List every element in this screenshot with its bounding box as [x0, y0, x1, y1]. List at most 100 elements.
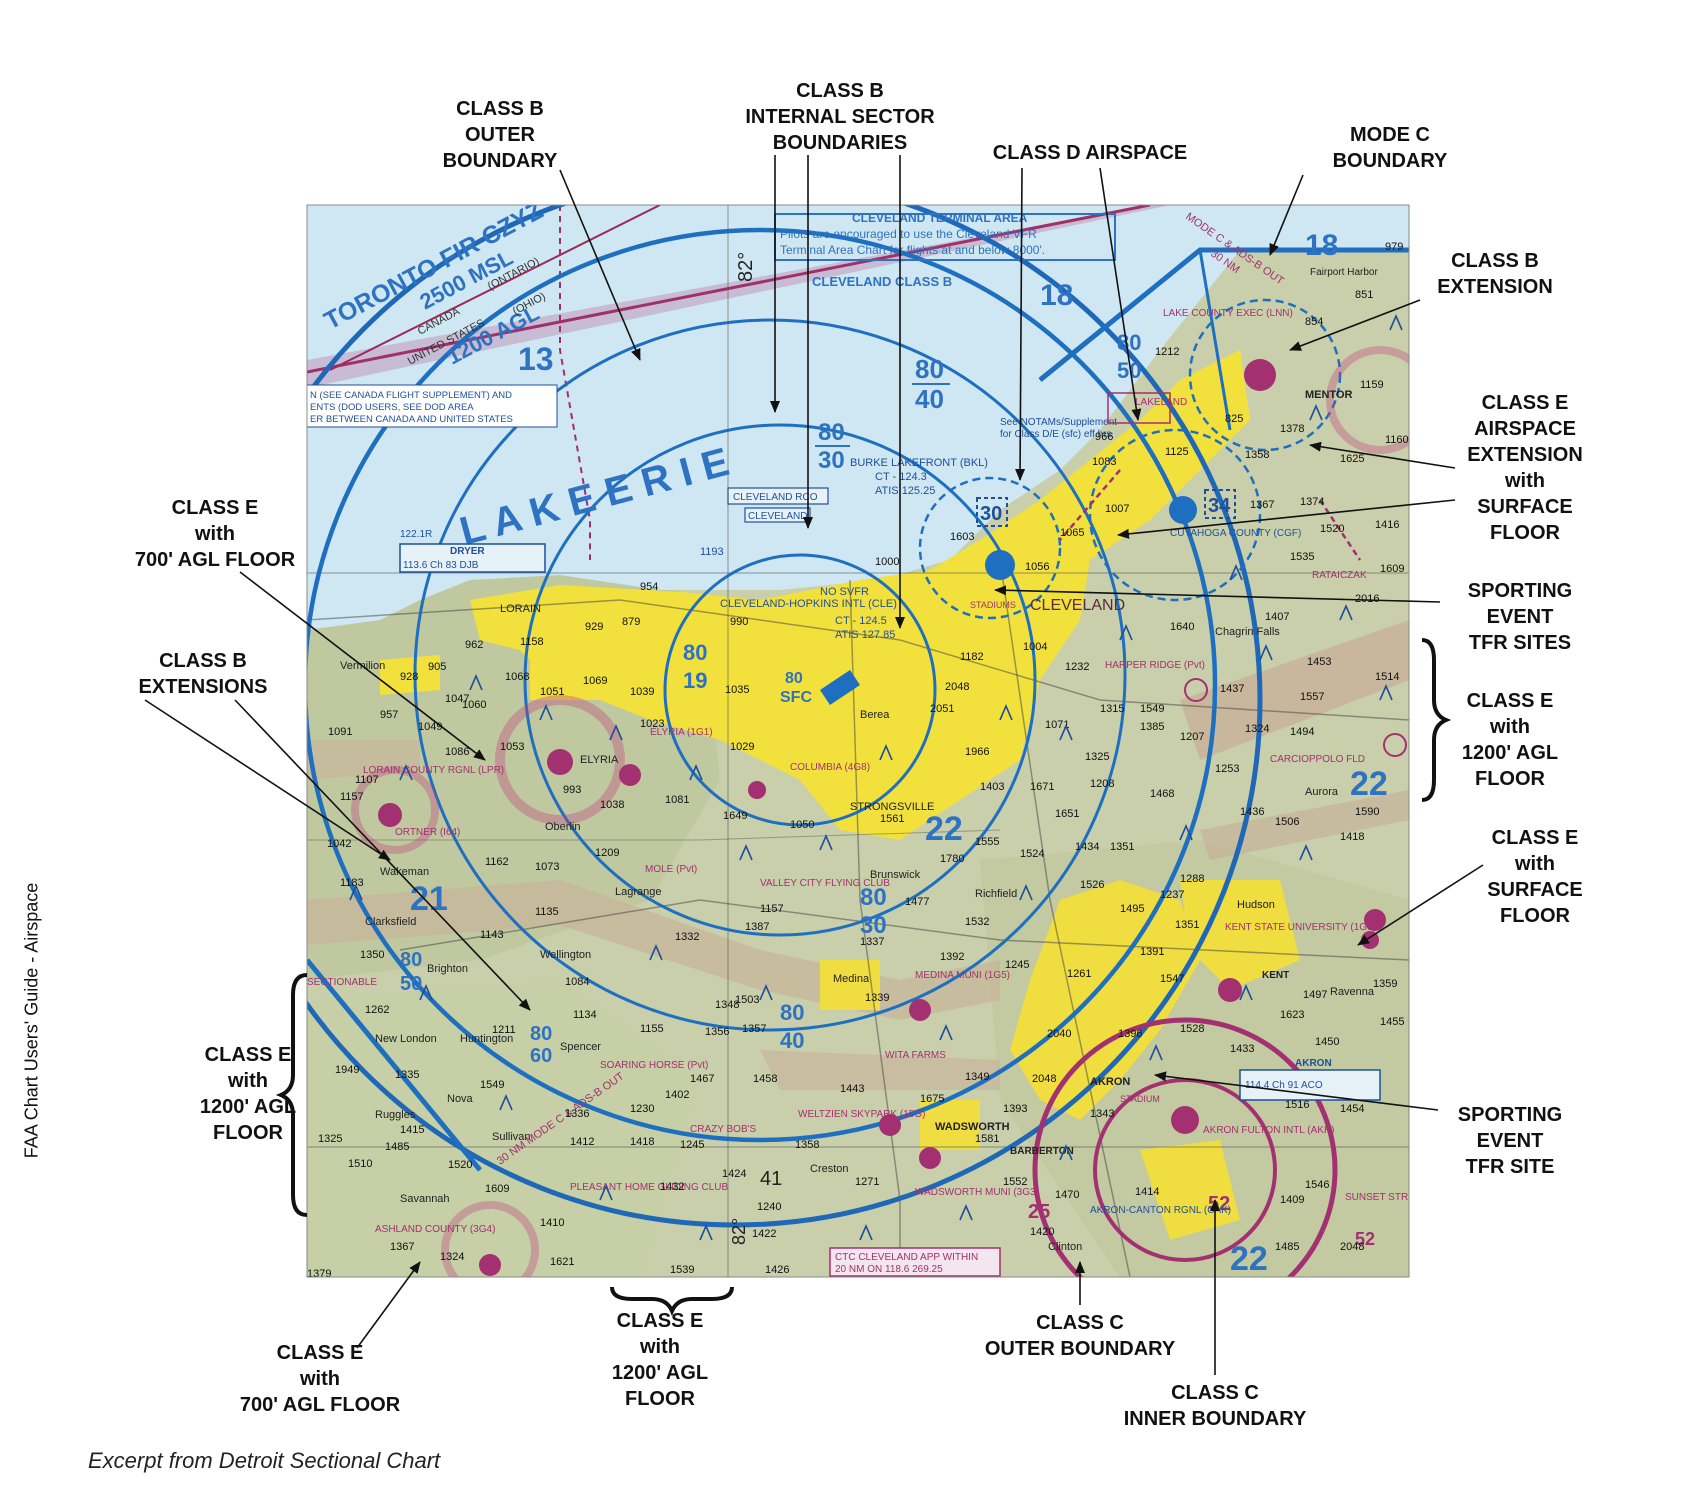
elevation-label: 1182	[960, 651, 984, 663]
class-e-700-vignette	[441, 1201, 539, 1277]
terrain-band	[760, 1050, 1000, 1090]
elevation-label: 1412	[570, 1136, 594, 1148]
stadiums-label: STADIUMS	[970, 600, 1016, 610]
class-b-extension	[307, 958, 482, 1172]
label-22c: 22	[1230, 1240, 1268, 1278]
elevation-label: 1348	[715, 999, 739, 1011]
elevation-label: 1083	[1092, 456, 1116, 468]
elevation-label: 1240	[757, 1201, 781, 1213]
elevation-label: 1081	[665, 794, 689, 806]
elevation-label: 1497	[1303, 989, 1327, 1001]
airport-ortner	[378, 803, 402, 827]
apt-rataiczak: RATAICZAK	[1312, 570, 1367, 581]
elevation-label: 2048	[1032, 1073, 1056, 1085]
elevation-label: 1060	[462, 699, 486, 711]
city-elyria: ELYRIA	[580, 754, 619, 766]
ctc-label: CTC CLEVELAND APP WITHIN	[835, 1252, 978, 1263]
elevation-label: 1675	[920, 1093, 944, 1105]
apt-lake-county-exec: LAKE COUNTY EXEC (LNN)	[1163, 308, 1293, 319]
urban-elyria	[530, 640, 600, 700]
terrain-band	[1200, 790, 1409, 860]
rco-box: CLEVELAND	[748, 511, 807, 522]
apt-akron-fulton: AKRON FULTON INTL (AKR)	[1203, 1125, 1335, 1136]
apt-soaring-horse: SOARING HORSE (Pvt)	[600, 1060, 708, 1071]
sector-ceiling: 80	[530, 1023, 552, 1045]
elevation-label: 1416	[1375, 519, 1399, 531]
elevation-label: 1086	[445, 746, 469, 758]
elevation-label: 1651	[1055, 808, 1079, 820]
terminal-area-line2: Terminal Area Chart for flights at and b…	[780, 243, 1045, 257]
elevation-label: 1453	[1307, 656, 1331, 668]
vor-dryer-top: 122.1R	[400, 529, 432, 540]
elevation-label: 1640	[1170, 621, 1194, 633]
apt-crazy-bobs: CRAZY BOB'S	[690, 1124, 757, 1135]
apt-lorain-county: LORAIN COUNTY RGNL (LPR)	[363, 765, 504, 776]
city-wellington: Wellington	[540, 949, 591, 961]
elevation-label: 1367	[1250, 499, 1274, 511]
elevation-label: 1325	[1085, 751, 1109, 763]
elevation-label: 1458	[753, 1073, 777, 1085]
elevation-label: 1526	[1080, 879, 1104, 891]
elevation-label: 990	[730, 616, 748, 628]
rco-label: CLEVELAND RCO	[733, 492, 818, 503]
elevation-label: 1339	[865, 992, 889, 1004]
elevation-label: 1557	[1300, 691, 1324, 703]
elevation-label: 1135	[535, 906, 559, 918]
elevation-label: 1603	[950, 531, 974, 543]
elevation-label: 1391	[1140, 946, 1164, 958]
airport-akron-fulton	[1171, 1106, 1199, 1134]
fir-note-2: ENTS (DOD USERS, SEE DOD AREA	[310, 402, 474, 413]
apt-carcioppolo: CARCIOPPOLO FLD	[1270, 754, 1365, 765]
elevation-label: 1514	[1375, 671, 1399, 683]
callout-class-b-extension: CLASS B EXTENSION	[1437, 250, 1553, 298]
elevation-label: 1158	[520, 636, 544, 648]
vor-akron-freq: 114.4 Ch 91 ACO	[1245, 1080, 1323, 1091]
meridian-label: 82°	[735, 252, 757, 282]
elevation-label: 1403	[980, 781, 1004, 793]
city-nova: Nova	[447, 1093, 474, 1105]
sector-floor: 40	[780, 1028, 804, 1053]
elevation-label: 1410	[540, 1217, 564, 1229]
elevation-label: 1134	[573, 1009, 597, 1021]
elevation-label: 1160	[1385, 434, 1409, 446]
elevation-label: 1546	[1305, 1179, 1329, 1191]
elevation-label: 1495	[1120, 903, 1144, 915]
elevation-label: 1420	[1030, 1226, 1054, 1238]
elevation-label: 854	[1305, 316, 1323, 328]
elevation-label: 1503	[735, 994, 759, 1006]
elevation-label: 825	[1225, 413, 1243, 425]
elevation-label: 1436	[1240, 806, 1264, 818]
callout-class-e-700-bottom: CLASS E with 700' AGL FLOOR	[239, 1342, 401, 1416]
elevation-label: 1387	[745, 921, 769, 933]
urban-cleveland	[470, 350, 1250, 840]
elevation-label: 1271	[855, 1176, 879, 1188]
elevation-label: 1535	[1290, 551, 1314, 563]
label-22: 22	[925, 810, 963, 848]
sector-floor: 19	[683, 668, 707, 693]
elevation-label: 1949	[335, 1064, 359, 1076]
label-18b: 18	[1305, 229, 1338, 262]
elevation-label: 1155	[640, 1023, 664, 1035]
elevation-label: 1349	[965, 1071, 989, 1083]
elevation-label: 1245	[1005, 959, 1029, 971]
elevation-label: 1520	[1320, 523, 1344, 535]
urban-kent	[1180, 880, 1300, 990]
elevation-label: 1547	[1160, 973, 1184, 985]
elevation-label: 1609	[1380, 563, 1404, 575]
city-chagrin: Chagrin Falls	[1215, 626, 1280, 638]
elevation-label: 1157	[760, 903, 784, 915]
elevation-label: 1007	[1105, 503, 1129, 515]
border-band	[307, 205, 1170, 388]
elevation-label: 1073	[535, 861, 559, 873]
sector-ceiling: 80	[915, 354, 944, 384]
road	[399, 899, 1409, 961]
elevation-label: 1004	[1023, 641, 1047, 653]
urban-vermilion	[380, 655, 440, 695]
elevation-label: 1051	[540, 686, 564, 698]
city-akron: AKRON	[1090, 1076, 1130, 1088]
sector-ceiling: 80	[785, 670, 803, 687]
elevation-label: 1409	[1280, 1194, 1304, 1206]
airport-medina	[909, 999, 931, 1021]
callout-class-e-extension-surface: CLASS E AIRSPACE EXTENSION with SURFACE …	[1467, 392, 1583, 544]
